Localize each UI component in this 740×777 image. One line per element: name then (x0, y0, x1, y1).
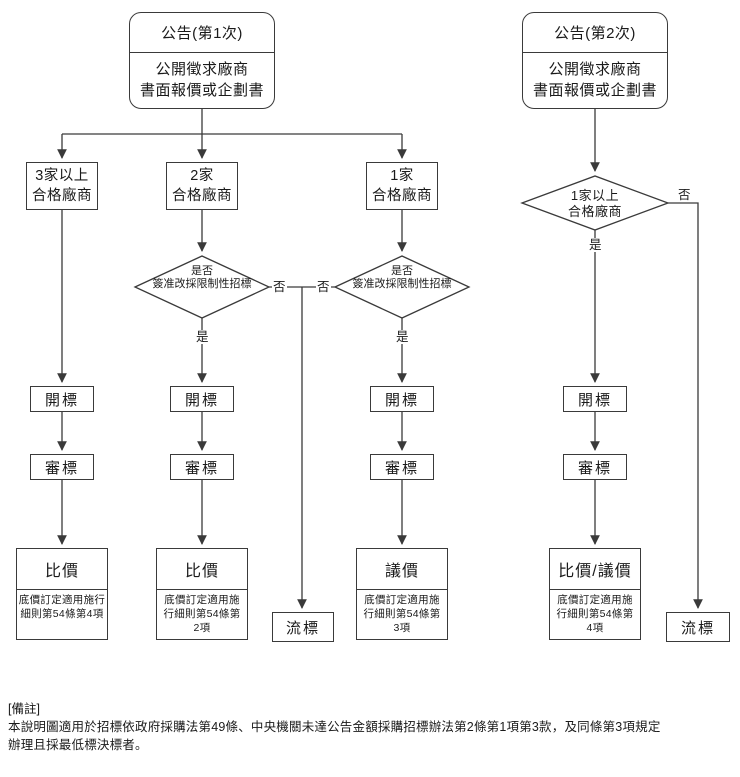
node-open-bid-4: 開標 (563, 386, 627, 412)
label-yes: 是 (195, 330, 210, 344)
node-final-compare-2: 比價 底價訂定適用施 行細則第54條第 2項 (156, 548, 248, 640)
final-note-line: 細則第54條第4項 (20, 608, 104, 620)
final-note-line: 行細則第54條第 (163, 608, 241, 620)
branch-line: 合格廠商 (172, 188, 232, 204)
final-title: 比價 (17, 549, 107, 590)
final-note: 底價訂定適用施 行細則第54條第 4項 (550, 590, 640, 635)
announcement-2-title: 公告(第2次) (523, 13, 667, 53)
node-open-bid-1: 開標 (30, 386, 94, 412)
node-branch-3plus-qualified: 3家以上 合格廠商 (26, 162, 98, 210)
node-review-bid-3: 審標 (370, 454, 434, 480)
decision-restricted-tender-text-2: 是否 簽准改採限制性招標 (335, 265, 469, 291)
announcement-2-body-line-1: 公開徵求廠商 (548, 61, 642, 78)
label-yes: 是 (588, 238, 603, 252)
label-no: 否 (272, 280, 287, 294)
final-note-line: 4項 (586, 622, 604, 634)
node-open-bid-3: 開標 (370, 386, 434, 412)
node-announcement-1: 公告(第1次) 公開徵求廠商 書面報價或企劃書 (129, 12, 275, 109)
decision-1plus-qualified-diamond (520, 175, 670, 231)
node-final-negotiate-3: 議價 底價訂定適用施 行細則第54條第 3項 (356, 548, 448, 640)
label-no: 否 (677, 188, 692, 202)
node-announcement-2: 公告(第2次) 公開徵求廠商 書面報價或企劃書 (522, 12, 668, 109)
node-branch-2-qualified: 2家 合格廠商 (166, 162, 238, 210)
node-final-compare-1: 比價 底價訂定適用施行 細則第54條第4項 (16, 548, 108, 640)
flow-arrow (668, 202, 703, 609)
node-failed-bid-right: 流標 (666, 612, 730, 642)
branch-line: 合格廠商 (372, 188, 432, 204)
decision-1plus-qualified-text: 1家以上 合格廠商 (545, 188, 645, 219)
announcement-1-title: 公告(第1次) (130, 13, 274, 53)
announcement-2-body-line-2: 書面報價或企劃書 (532, 82, 657, 99)
decision-line: 1家以上 (570, 188, 620, 203)
final-title: 議價 (357, 549, 447, 590)
final-note-line: 底價訂定適用施 (164, 594, 240, 606)
node-open-bid-2: 開標 (170, 386, 234, 412)
label-yes: 是 (395, 330, 410, 344)
final-note: 底價訂定適用施行 細則第54條第4項 (17, 590, 107, 621)
node-failed-bid-middle: 流標 (272, 612, 334, 642)
branch-line: 合格廠商 (32, 188, 92, 204)
decision-line: 合格廠商 (567, 203, 622, 219)
decision-restricted-tender-text-1: 是否 簽准改採限制性招標 (135, 265, 269, 291)
footnote: [備註] 本說明圖適用於招標依政府採購法第49條、中央機關未達公告金額採購招標辦… (8, 700, 738, 754)
final-note: 底價訂定適用施 行細則第54條第 2項 (157, 590, 247, 635)
decision-restricted-tender-diamond-2 (333, 255, 471, 319)
branch-line: 1家 (390, 168, 414, 184)
final-note-line: 行細則第54條第 (556, 608, 634, 620)
node-review-bid-2: 審標 (170, 454, 234, 480)
final-title: 比價/議價 (550, 549, 640, 590)
node-review-bid-1: 審標 (30, 454, 94, 480)
announcement-1-body-line-1: 公開徵求廠商 (155, 61, 249, 78)
final-note-line: 行細則第54條第 (363, 608, 441, 620)
footnote-header: [備註] (8, 702, 40, 716)
footnote-line-1: 本說明圖適用於招標依政府採購法第49條、中央機關未達公告金額採購招標辦法第2條第… (8, 720, 661, 734)
final-title: 比價 (157, 549, 247, 590)
decision-line: 簽准改採限制性招標 (352, 278, 452, 290)
final-note-line: 底價訂定適用施 (364, 594, 440, 606)
final-note-line: 3項 (393, 622, 411, 634)
final-note-line: 底價訂定適用施 (557, 594, 633, 606)
decision-line: 是否 (191, 265, 213, 277)
announcement-1-body: 公開徵求廠商 書面報價或企劃書 (130, 53, 274, 107)
announcement-2-body: 公開徵求廠商 書面報價或企劃書 (523, 53, 667, 107)
decision-line: 是否 (391, 265, 413, 277)
final-note-line: 底價訂定適用施行 (18, 594, 106, 606)
branch-line: 3家以上 (35, 168, 89, 184)
decision-line: 簽准改採限制性招標 (152, 278, 252, 290)
label-no: 否 (316, 280, 331, 294)
flow-lines-group (57, 109, 703, 609)
decision-diamonds-group (133, 175, 670, 319)
final-note: 底價訂定適用施 行細則第54條第 3項 (357, 590, 447, 635)
node-branch-1-qualified: 1家 合格廠商 (366, 162, 438, 210)
announcement-1-body-line-2: 書面報價或企劃書 (139, 82, 264, 99)
node-final-compare-negotiate-4: 比價/議價 底價訂定適用施 行細則第54條第 4項 (549, 548, 641, 640)
final-note-line: 2項 (193, 622, 211, 634)
node-review-bid-4: 審標 (563, 454, 627, 480)
branch-line: 2家 (190, 168, 214, 184)
decision-restricted-tender-diamond-1 (133, 255, 271, 319)
footnote-line-2: 辦理且採最低標決標者。 (8, 738, 148, 752)
